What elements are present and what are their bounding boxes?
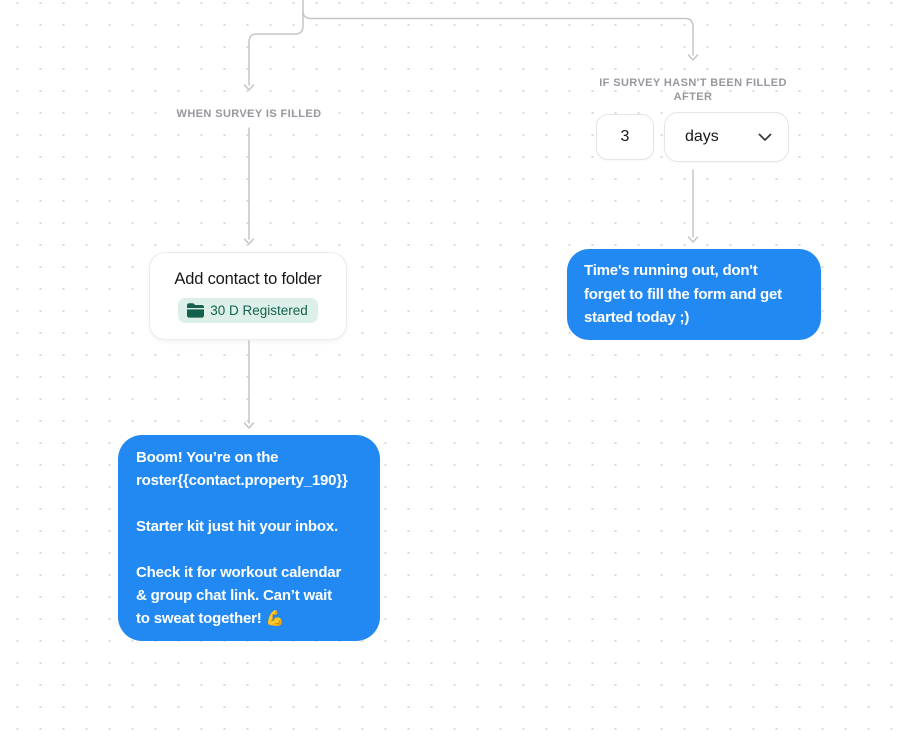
add-contact-to-folder-node[interactable]: Add contact to folder 30 D Registered bbox=[149, 252, 347, 340]
delay-unit-dropdown[interactable]: days bbox=[664, 112, 789, 162]
action-card-title: Add contact to folder bbox=[174, 269, 322, 288]
arrowhead bbox=[687, 236, 699, 243]
delay-unit-value: days bbox=[685, 128, 719, 145]
folder-icon bbox=[187, 302, 205, 318]
connector-entry-left bbox=[248, 0, 304, 86]
chevron-down-icon bbox=[758, 133, 772, 142]
if-survey-not-filled-label: IF SURVEY HASN'T BEEN FILLED AFTER bbox=[583, 76, 803, 104]
folder-tag: 30 D Registered bbox=[178, 297, 318, 323]
arrowhead bbox=[687, 54, 699, 61]
folder-tag-label: 30 D Registered bbox=[210, 302, 308, 318]
arrowhead bbox=[243, 238, 255, 245]
if-label-line2: AFTER bbox=[673, 91, 713, 103]
connector-entry-right bbox=[302, 10, 694, 56]
welcome-message-node[interactable]: Boom! You’re on the roster{{contact.prop… bbox=[118, 435, 380, 641]
reminder-message-node[interactable]: Time's running out, don't forget to fill… bbox=[567, 249, 821, 340]
delay-value-input[interactable] bbox=[596, 114, 654, 160]
arrowhead bbox=[243, 422, 255, 429]
if-label-line1: IF SURVEY HASN'T BEEN FILLED bbox=[599, 77, 787, 89]
arrowhead bbox=[243, 84, 255, 91]
when-survey-filled-label: WHEN SURVEY IS FILLED bbox=[176, 108, 322, 120]
